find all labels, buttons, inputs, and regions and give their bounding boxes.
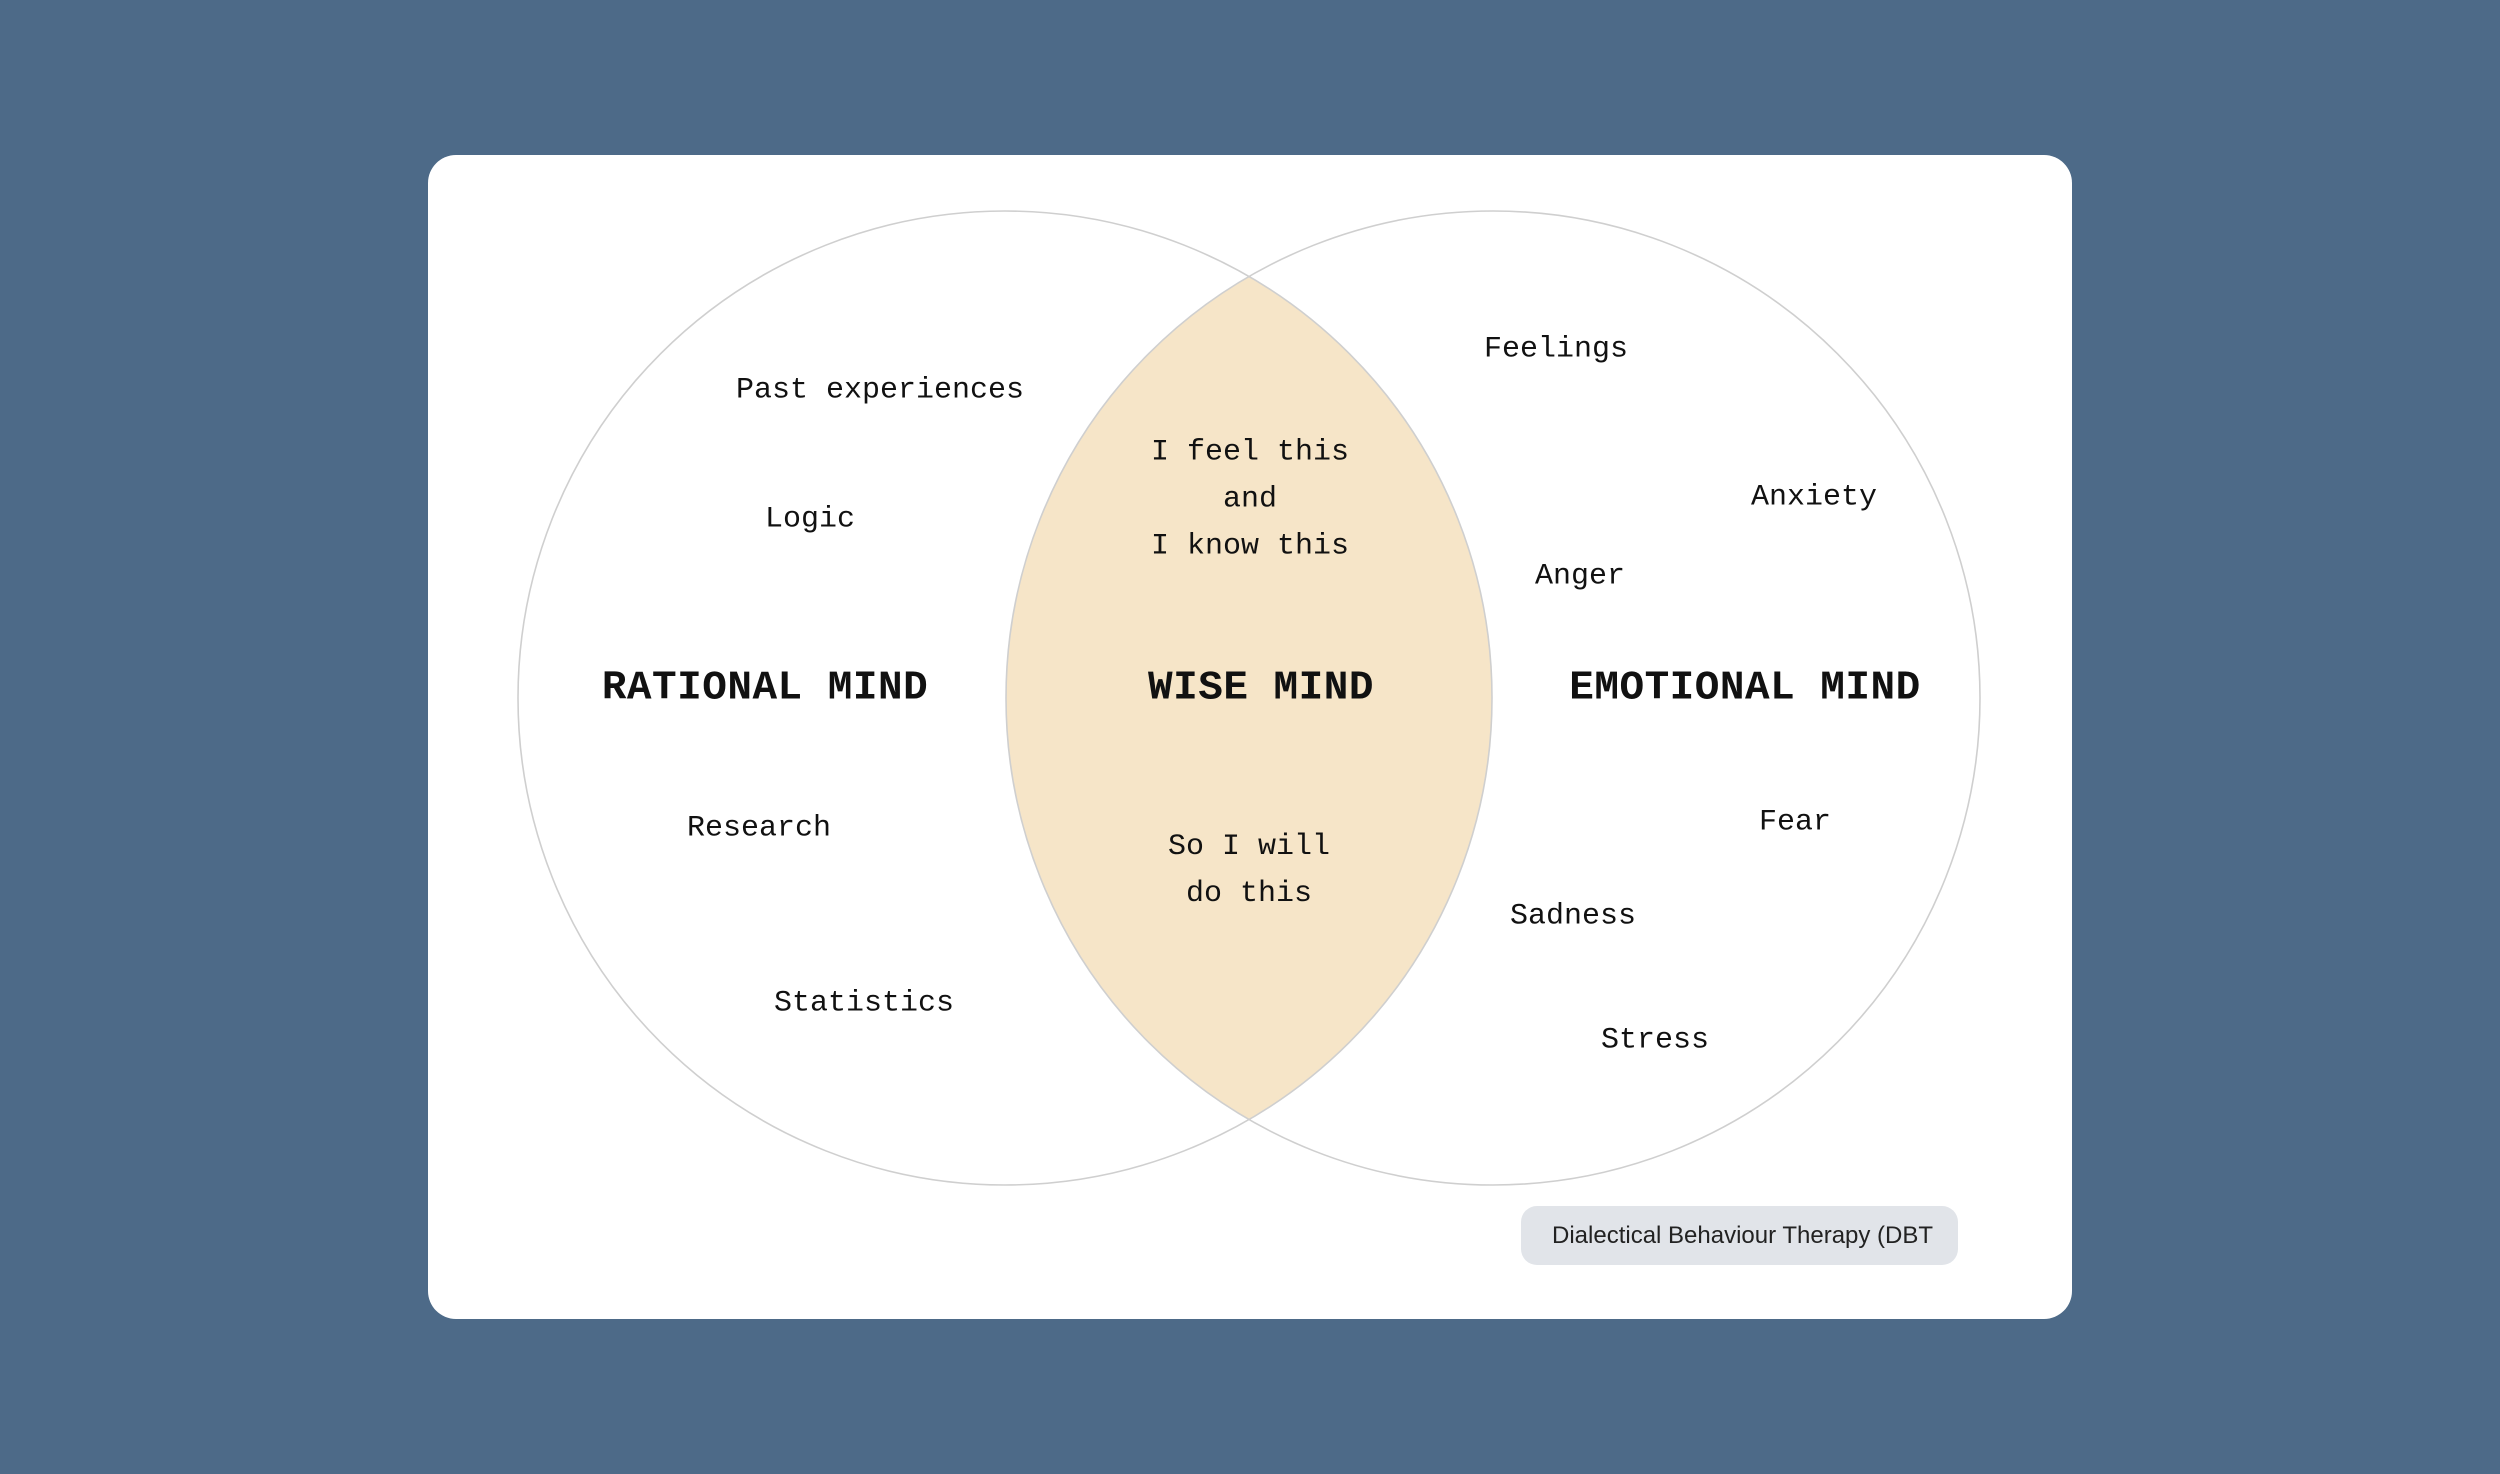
source-badge: Dialectical Behaviour Therapy (DBT: [1521, 1206, 1958, 1265]
rational-item-statistics: Statistics: [773, 986, 955, 1021]
rational-item-logic: Logic: [764, 502, 856, 537]
rational-mind-circle: [517, 210, 1493, 1186]
wise-mind-intersection: [1006, 211, 1492, 1185]
emotional-mind-title: EMOTIONAL MIND: [1569, 665, 1921, 712]
rational-item-research: Research: [686, 811, 832, 846]
emotional-mind-circle: [1005, 210, 1981, 1186]
rational-mind-title: RATIONAL MIND: [601, 665, 929, 712]
source-badge-label: Dialectical Behaviour Therapy (DBT: [1552, 1221, 1934, 1249]
emotional-item-anger: Anger: [1534, 559, 1626, 594]
emotional-item-fear: Fear: [1758, 805, 1832, 840]
rational-item-past-experiences: Past experiences: [735, 373, 1025, 408]
emotional-item-sadness: Sadness: [1509, 899, 1637, 934]
wise-mind-bottom-text: So I will do this: [1167, 830, 1331, 911]
emotional-item-stress: Stress: [1600, 1023, 1710, 1058]
wise-mind-title: WISE MIND: [1148, 665, 1374, 712]
wise-mind-top-text: I feel this and I know this: [1150, 435, 1350, 564]
emotional-item-feelings: Feelings: [1483, 332, 1629, 367]
emotional-item-anxiety: Anxiety: [1750, 480, 1878, 515]
